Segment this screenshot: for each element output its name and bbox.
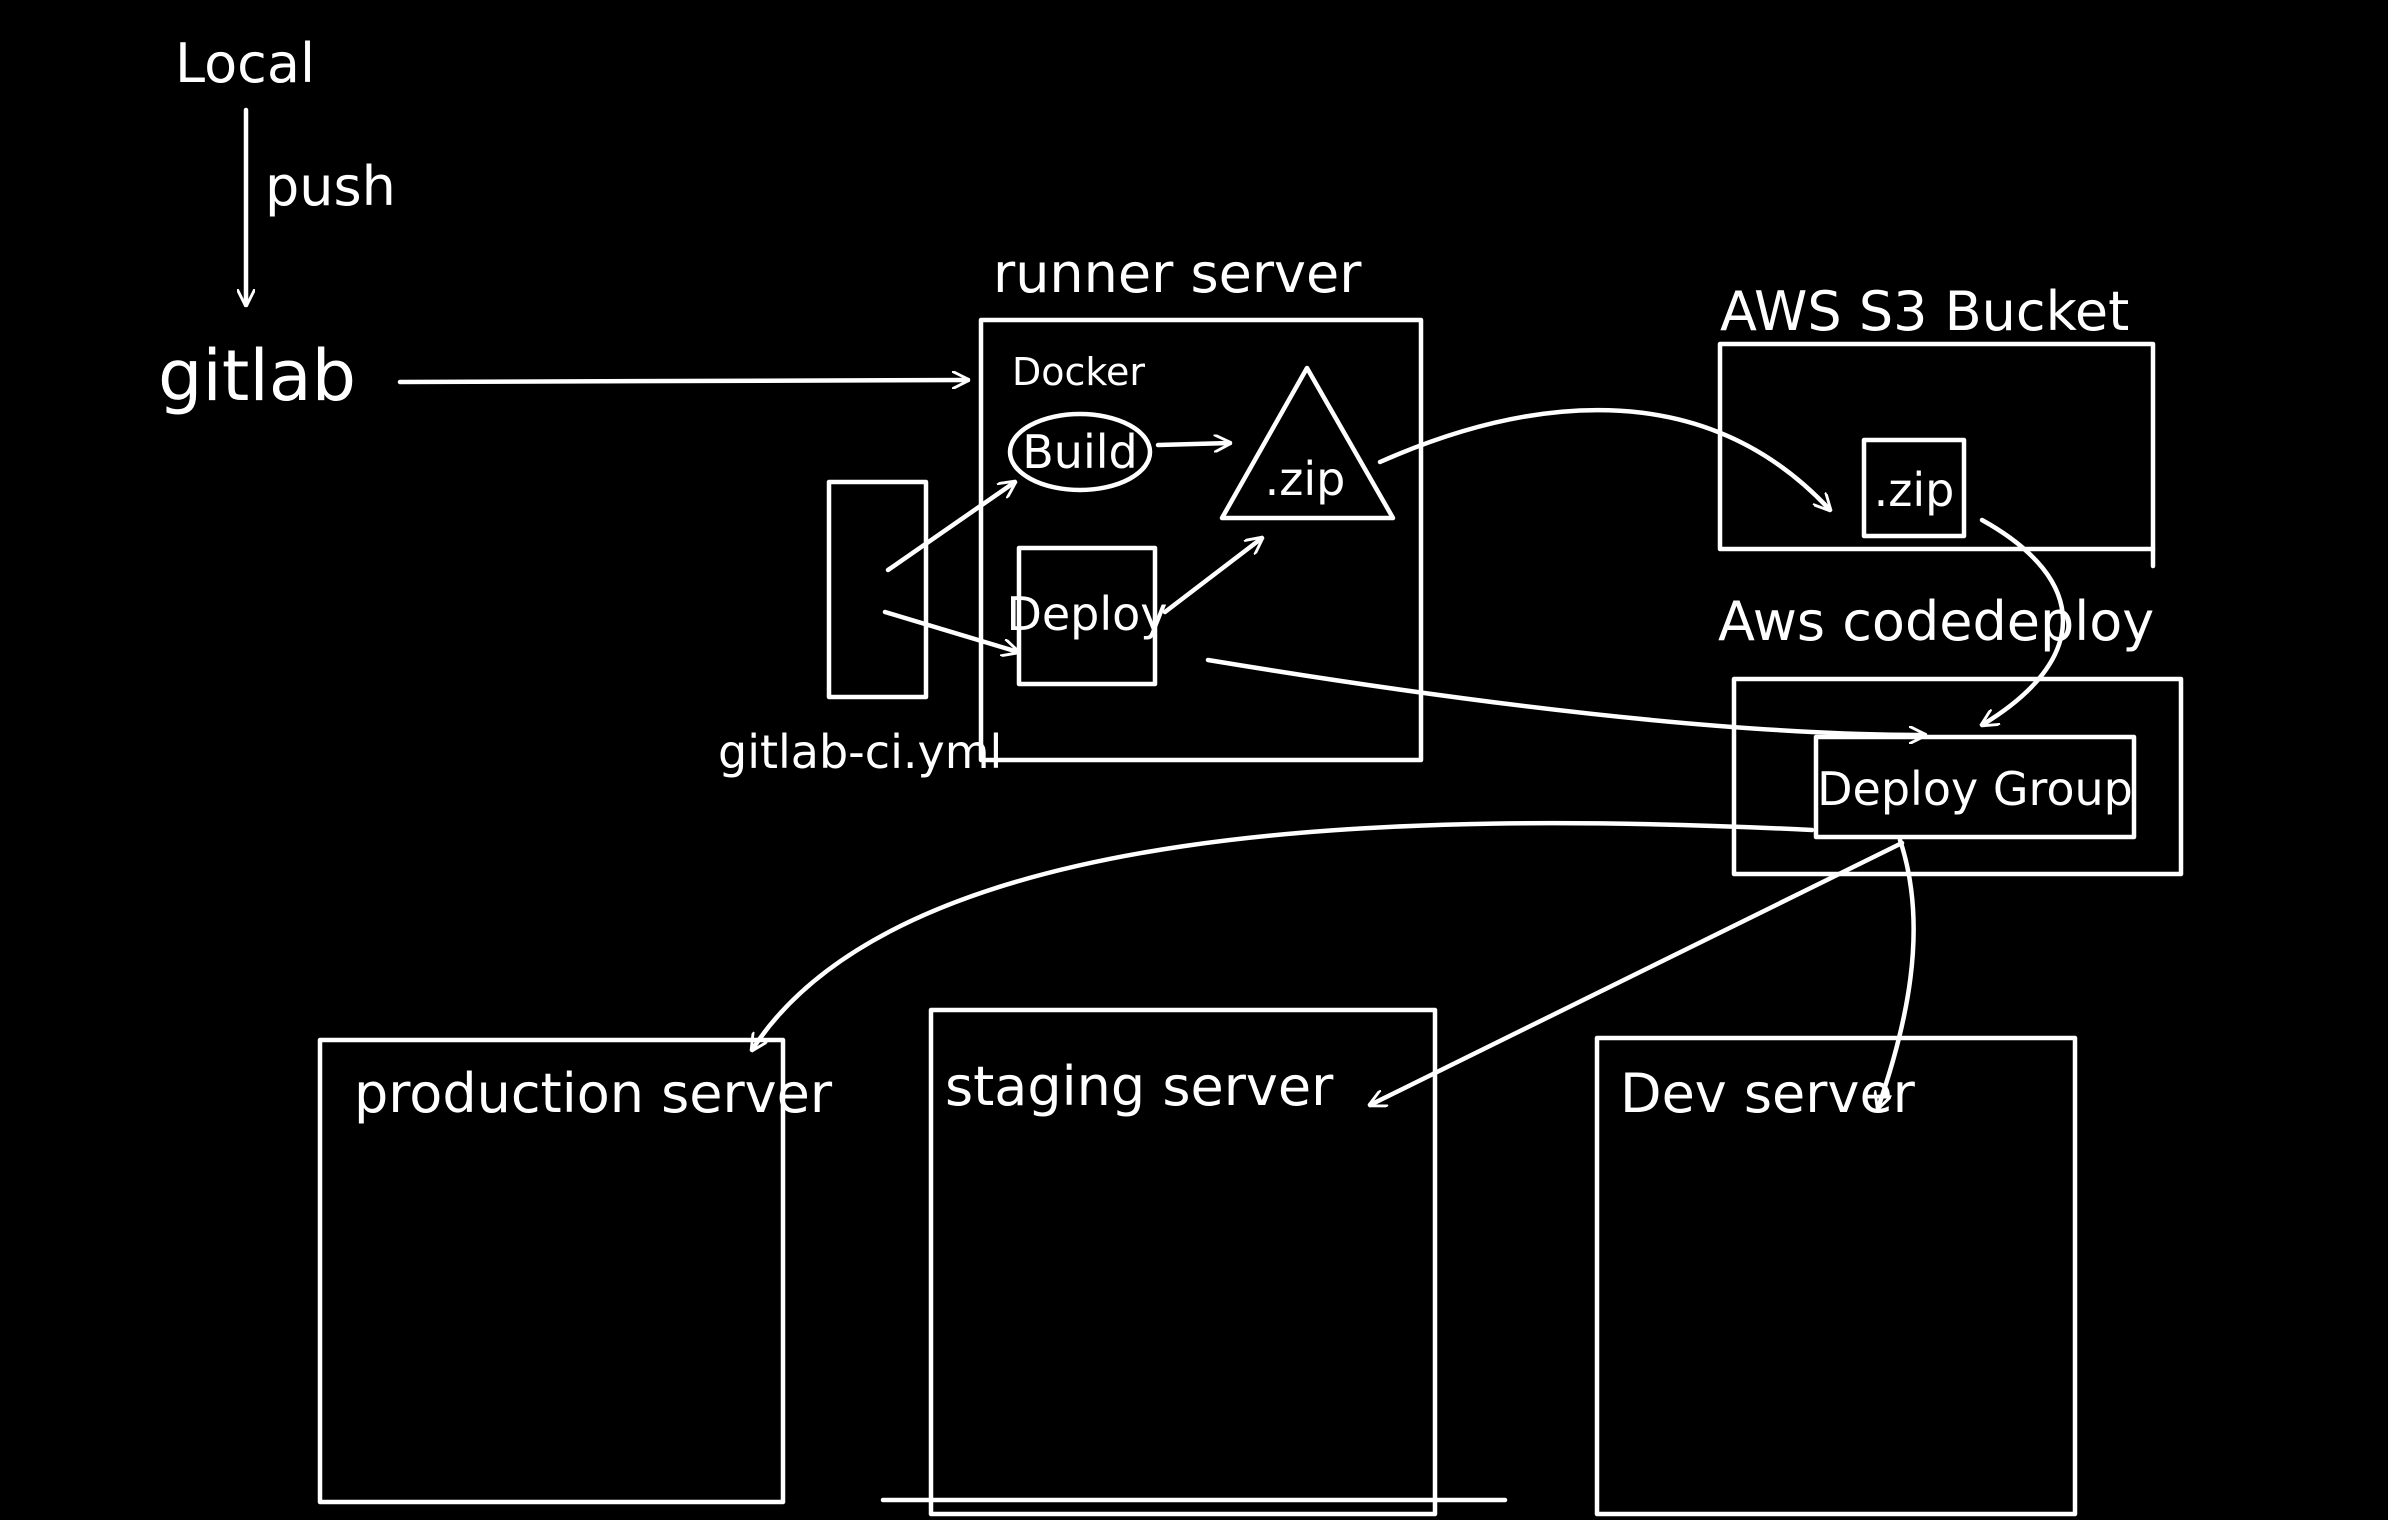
to-production-arrow bbox=[752, 820, 1815, 1050]
deploy-node bbox=[1016, 545, 1158, 687]
build-to-zip-arrow bbox=[1155, 443, 1233, 445]
ci-to-deploy-arrow bbox=[882, 609, 1018, 652]
runner-server-label: runner server bbox=[993, 242, 1362, 305]
production-server-box bbox=[317, 1037, 786, 1505]
dev-server-label: Dev server bbox=[1620, 1062, 1916, 1125]
staging-server-box bbox=[928, 1007, 1438, 1517]
s3-to-deploy-group-arrow bbox=[1982, 517, 2066, 725]
zip-s3-label: .zip bbox=[1874, 463, 1955, 517]
local-label: Local bbox=[175, 32, 315, 95]
staging-server-label: staging server bbox=[945, 1055, 1334, 1118]
codedeploy-label: Aws codedeploy bbox=[1718, 590, 2154, 653]
zip-triangle bbox=[1219, 365, 1396, 521]
push-label: push bbox=[265, 155, 396, 218]
to-staging-arrow bbox=[1370, 840, 1905, 1105]
gitlab-ci-file bbox=[826, 479, 929, 700]
deploy-group-node bbox=[1813, 734, 2137, 840]
build-node bbox=[1007, 411, 1153, 493]
build-label: Build bbox=[1022, 425, 1137, 479]
ci-to-build-arrow bbox=[885, 482, 1015, 573]
to-dev-arrow bbox=[1878, 837, 1916, 1108]
gitlab-label: gitlab bbox=[158, 335, 356, 417]
deploy-group-label: Deploy Group bbox=[1817, 762, 2133, 816]
gitlab-ci-label: gitlab-ci.yml bbox=[718, 725, 1002, 779]
deploy-to-deploy-group-arrow bbox=[1205, 657, 1928, 735]
codedeploy-box bbox=[1731, 676, 2184, 877]
gitlab-to-runner-arrow bbox=[397, 380, 971, 382]
docker-label: Docker bbox=[1012, 350, 1145, 394]
s3-bucket-box bbox=[1717, 341, 2156, 552]
zip-runner-label: .zip bbox=[1265, 452, 1346, 506]
dev-server-box bbox=[1594, 1035, 2078, 1517]
deploy-label: Deploy bbox=[1006, 587, 1167, 641]
zip-to-s3-arrow bbox=[1377, 407, 1830, 510]
runner-server-box bbox=[978, 317, 1424, 763]
s3-zip-node bbox=[1861, 437, 1967, 539]
deploy-to-zip-arrow bbox=[1162, 538, 1262, 615]
production-server-label: production server bbox=[354, 1062, 833, 1125]
s3-bucket-label: AWS S3 Bucket bbox=[1720, 280, 2129, 343]
